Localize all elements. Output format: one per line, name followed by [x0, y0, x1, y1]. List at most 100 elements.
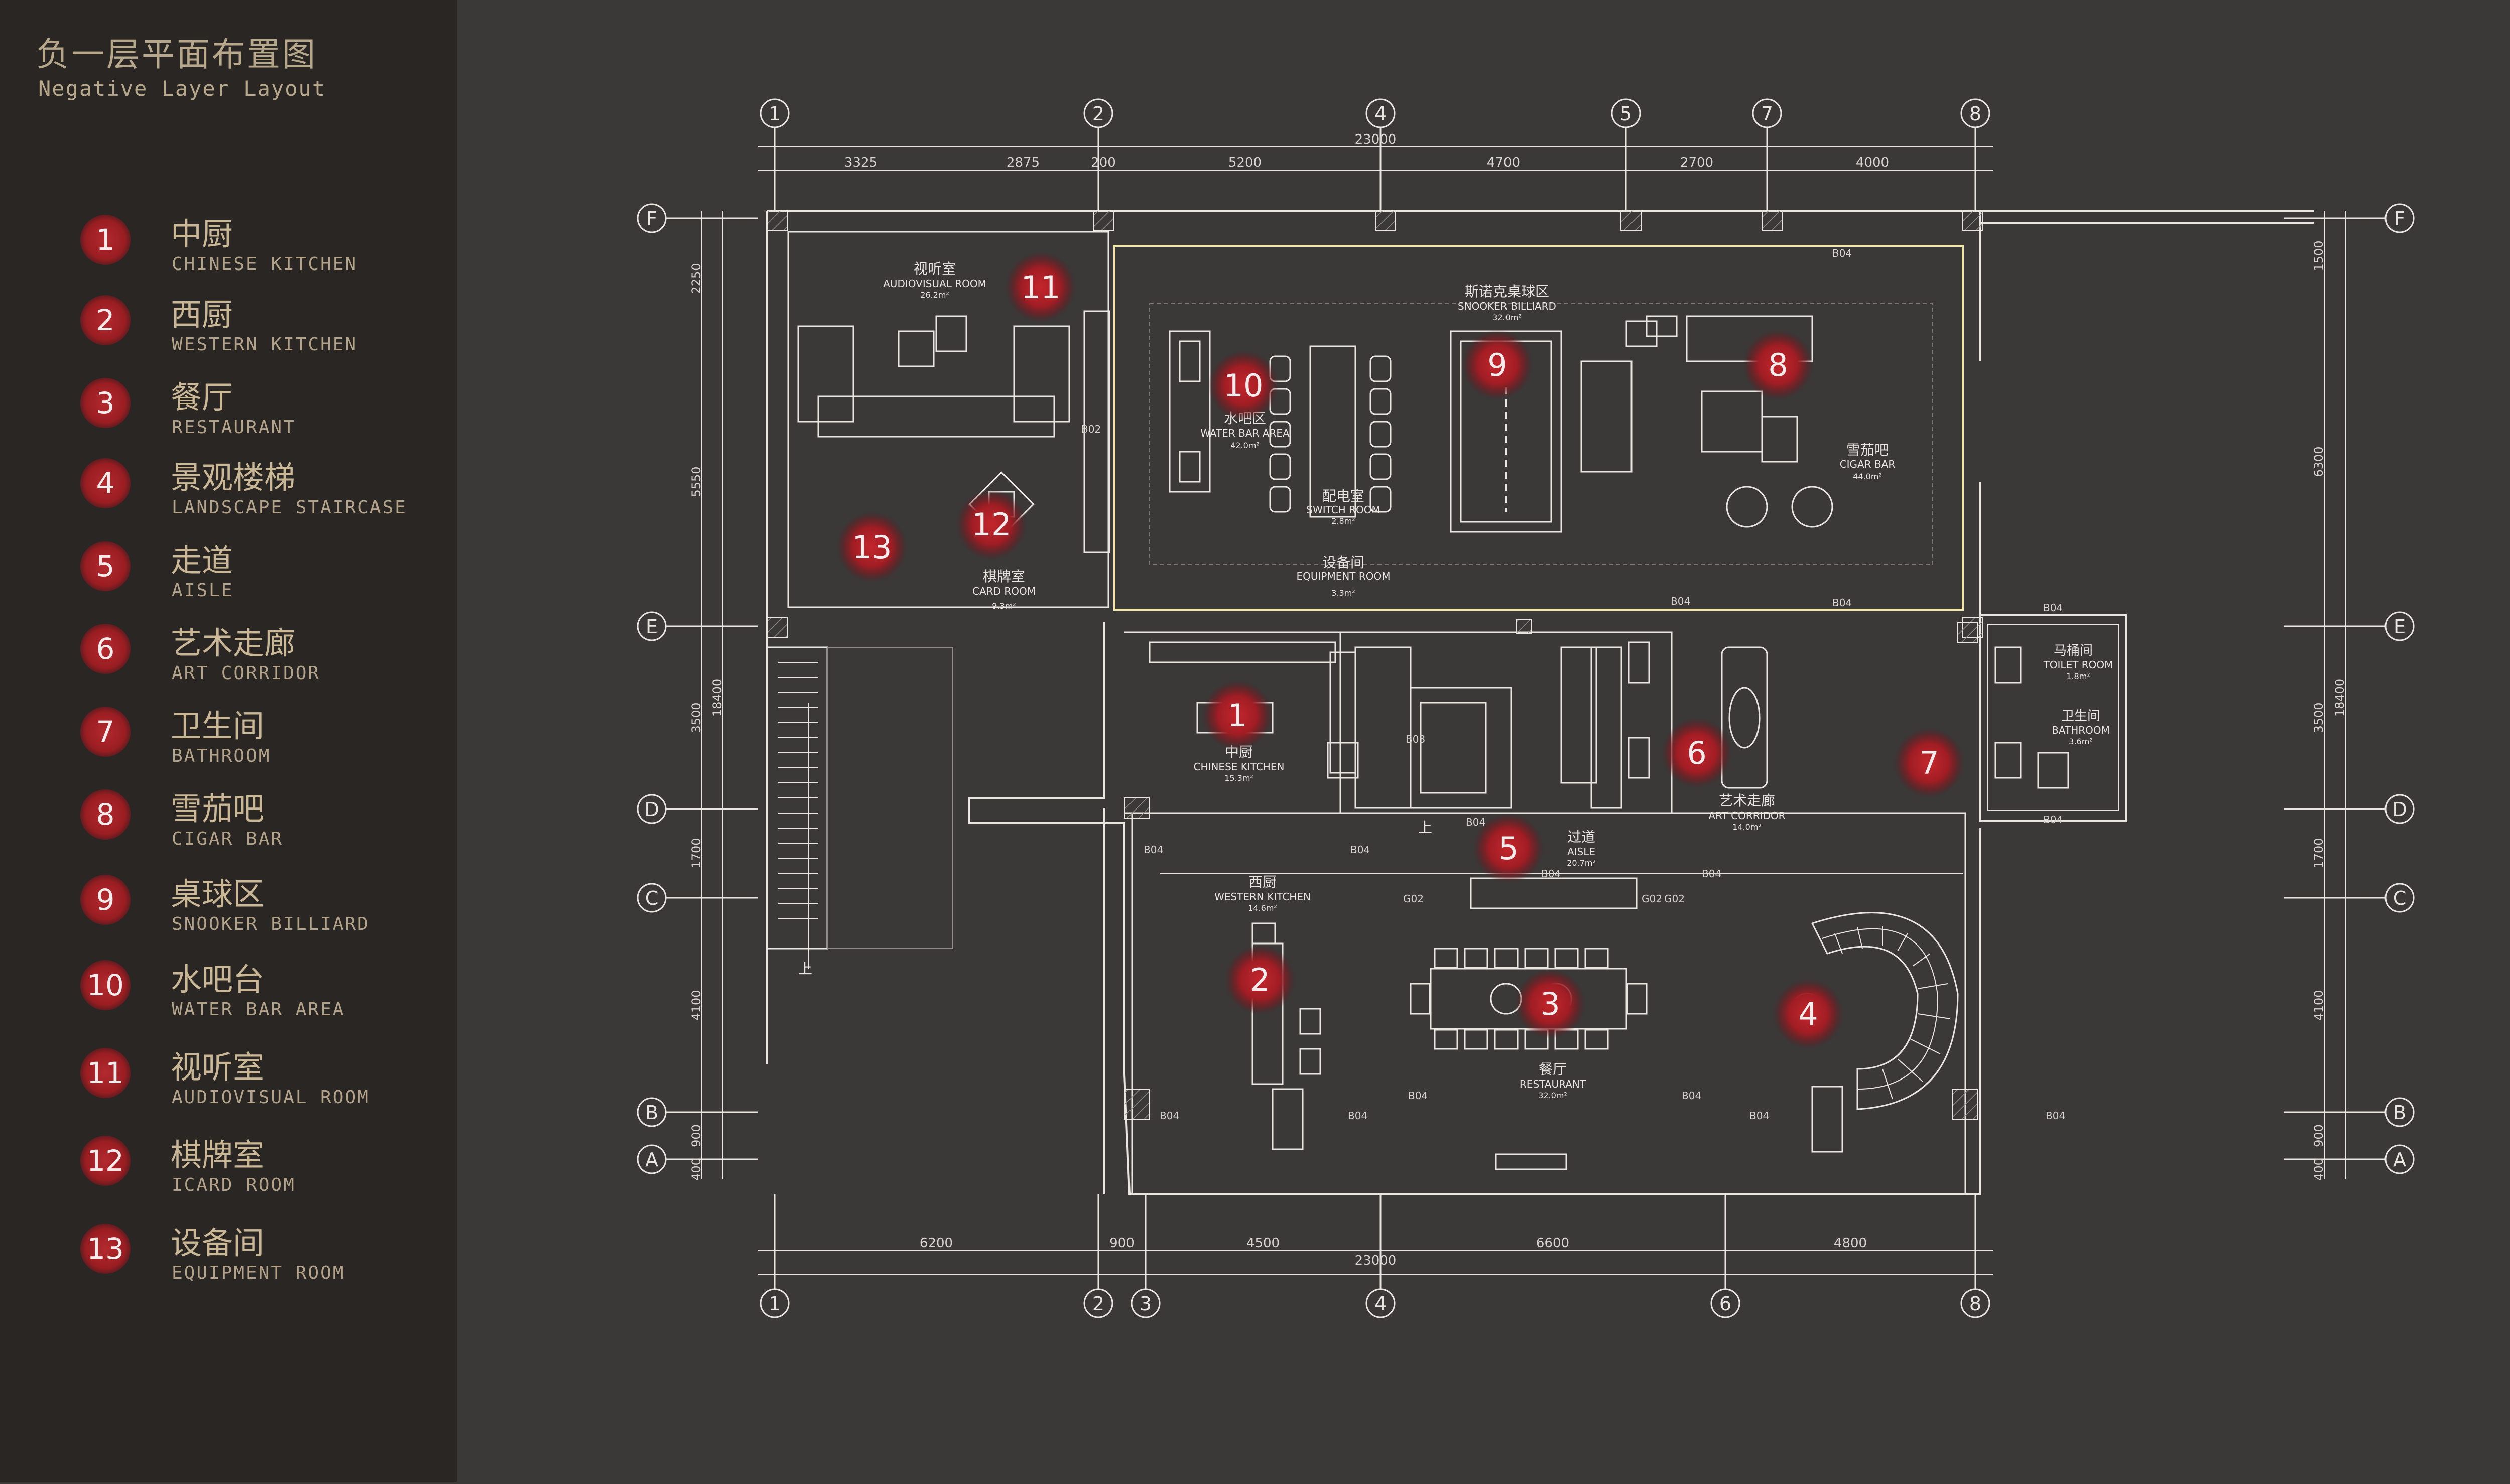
room-tag-zh: 卫生间 [2061, 709, 2100, 724]
page-subtitle: Negative Layer Layout [38, 76, 326, 101]
dimension-label: 3500 [2312, 702, 2326, 733]
dimension-label: 5550 [689, 466, 703, 497]
legend-item-restaurant: 3 餐厅 RESTAURANT [70, 369, 442, 449]
legend-label-zh: 视听室 [171, 1049, 265, 1086]
material-tag: B04 [1408, 1090, 1428, 1102]
legend-number-badge: 3 [80, 378, 131, 428]
room-tag-area: 32.0m² [1538, 1091, 1567, 1100]
room-tag-area: 15.3m² [1224, 773, 1253, 783]
material-tag: B04 [1160, 1110, 1179, 1122]
room-tag-en: SNOOKER BILLIARD [1458, 300, 1556, 312]
room-tag-en: BATHROOM [2052, 724, 2110, 736]
room-tag-zh: 艺术走廊 [1719, 792, 1775, 809]
material-tag: B04 [1832, 247, 1852, 259]
marker-number: 1 [1227, 697, 1247, 734]
material-tag: B02 [1081, 423, 1101, 435]
material-tag: B04 [2043, 602, 2063, 614]
dimension-label: 400 [2312, 1158, 2326, 1181]
dimension-total: 18400 [2333, 679, 2347, 717]
marker-4: 4 [1773, 979, 1843, 1049]
legend-number-badge: 13 [80, 1224, 131, 1274]
dimension-total: 23000 [1355, 132, 1397, 147]
grid-axis-top [758, 98, 1993, 211]
legend-item-art-corridor: 6 艺术走廊 ART CORRIDOR [70, 615, 442, 695]
dimension-label: 400 [689, 1158, 703, 1181]
room-tag-area: 42.0m² [1230, 441, 1260, 450]
material-tag: B04 [1671, 595, 1690, 607]
room-tag-en: CHINESE KITCHEN [1194, 761, 1285, 773]
dimension-label: 4100 [2312, 990, 2326, 1020]
grid-label: C [2393, 887, 2407, 909]
room-tag-area: 14.0m² [1732, 822, 1762, 832]
dimension-label: 2250 [689, 263, 703, 294]
room-tag-zh: 设备间 [1322, 554, 1364, 571]
dimension-label: 1700 [689, 838, 703, 868]
legend-label-en: CIGAR BAR [172, 829, 284, 849]
legend-label-zh: 雪茄吧 [171, 790, 265, 827]
room-tag-zh: 西厨 [1248, 874, 1277, 890]
legend-label-zh: 棋牌室 [171, 1137, 265, 1173]
marker-7: 7 [1894, 728, 1964, 798]
grid-label: 5 [1620, 103, 1632, 125]
legend-label-zh: 设备间 [171, 1225, 265, 1261]
dimension-label: 4800 [1834, 1236, 1867, 1251]
stair-up-label: 上 [798, 961, 812, 977]
marker-number: 4 [1798, 996, 1818, 1032]
marker-11: 11 [1006, 252, 1076, 322]
legend-item-bathroom: 7 卫生间 BATHROOM [70, 698, 442, 778]
legend-label-en: ART CORRIDOR [172, 663, 321, 684]
furniture [797, 310, 2069, 1170]
legend-label-en: RESTAURANT [172, 417, 296, 438]
room-tag-zh: 视听室 [914, 260, 956, 277]
legend-label-en: LANDSCAPE STAIRCASE [172, 497, 407, 518]
room-tag-area: 2.8m² [1331, 516, 1355, 526]
legend-label-zh: 走道 [171, 542, 233, 579]
room-tag-en: CIGAR BAR [1840, 458, 1896, 470]
marker-number: 2 [1250, 962, 1270, 998]
legend-label-zh: 桌球区 [171, 876, 265, 912]
dimension-label: 900 [1109, 1236, 1135, 1251]
room-tag-en: CARD ROOM [972, 585, 1036, 597]
material-tag: B04 [1832, 597, 1852, 609]
grid-label: 1 [769, 1293, 781, 1315]
legend-number-badge: 9 [80, 875, 131, 925]
grid-label: 8 [1969, 103, 1981, 125]
legend-item-audiovisual-room: 11 视听室 AUDIOVISUAL ROOM [70, 1039, 442, 1119]
grid-label: 1 [769, 103, 781, 125]
legend-label-en: ICARD ROOM [172, 1175, 296, 1195]
legend-label-zh: 景观楼梯 [171, 459, 296, 496]
legend-item-landscape-staircase: 4 景观楼梯 LANDSCAPE STAIRCASE [70, 449, 442, 529]
room-tag-en: RESTAURANT [1520, 1078, 1586, 1090]
material-tag: B04 [1682, 1090, 1701, 1102]
legend-label-en: CHINESE KITCHEN [172, 254, 358, 275]
structural-columns [767, 210, 1983, 1120]
grid-label: 2 [1092, 103, 1104, 125]
material-tag: G02 [1642, 893, 1662, 905]
legend-number-badge: 4 [80, 458, 131, 508]
legend-label-zh: 水吧台 [171, 961, 265, 998]
marker-number: 9 [1487, 347, 1507, 383]
legend-item-equipment-room: 13 设备间 EQUIPMENT ROOM [70, 1215, 442, 1295]
page-title: 负一层平面布置图 [36, 35, 317, 74]
marker-number: 12 [972, 506, 1012, 543]
room-tag-area: 32.0m² [1492, 313, 1522, 322]
marker-number: 8 [1768, 347, 1788, 383]
dimension-label: 900 [689, 1124, 703, 1147]
legend-item-snooker-billiard: 9 桌球区 SNOOKER BILLIARD [70, 866, 442, 946]
legend-number-badge: 12 [80, 1136, 131, 1186]
grid-label: E [2394, 616, 2406, 638]
marker-number: 6 [1687, 735, 1706, 771]
legend-label-en: AISLE [172, 580, 234, 601]
legend-sidebar: 负一层平面布置图 Negative Layer Layout 1 中厨 CHIN… [0, 0, 457, 1482]
marker-10: 10 [1208, 350, 1279, 421]
marker-number: 7 [1919, 745, 1939, 781]
building-walls [766, 210, 2314, 1195]
legend-label-en: BATHROOM [172, 746, 271, 766]
room-tag-area: 26.2m² [920, 290, 949, 300]
grid-label: A [2393, 1149, 2406, 1171]
room-tag-en: WATER BAR AREA [1200, 427, 1290, 439]
grid-label: F [2394, 208, 2405, 230]
material-tag: B04 [1348, 1110, 1367, 1122]
material-tag: B04 [2046, 1110, 2065, 1122]
room-tag-zh: 餐厅 [1539, 1061, 1567, 1077]
